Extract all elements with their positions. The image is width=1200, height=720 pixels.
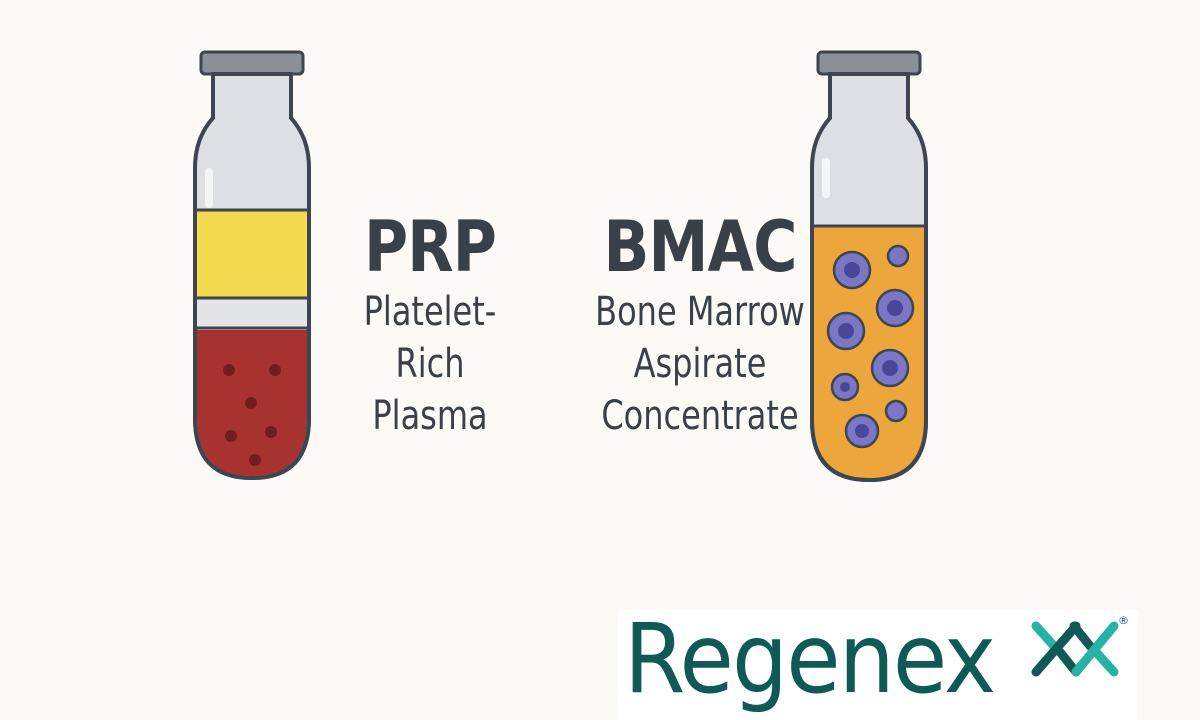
- prp-name-line: Plasma: [372, 393, 488, 439]
- bmac-name-line: Concentrate: [601, 393, 799, 439]
- prp-name-line: Rich: [395, 341, 465, 387]
- bmac-name-line: Aspirate: [633, 341, 767, 387]
- bmac-label: BMAC Bone Marrow Aspirate Concentrate: [560, 212, 840, 442]
- prp-name-line: Platelet-: [363, 289, 497, 335]
- bmac-name-line: Bone Marrow: [595, 289, 805, 335]
- regenexx-logo: Regenex ®: [618, 604, 1138, 720]
- logo-wordmark: Regenex: [624, 603, 996, 715]
- bmac-acronym: BMAC: [603, 206, 797, 288]
- bmac-full-name: Bone Marrow Aspirate Concentrate: [588, 286, 812, 442]
- registered-mark: ®: [1118, 614, 1129, 627]
- bmac-test-tube-icon: [810, 50, 928, 483]
- prp-full-name: Platelet- Rich Plasma: [350, 286, 510, 442]
- prp-acronym: PRP: [363, 206, 497, 288]
- double-x-logo-icon: [1031, 621, 1119, 677]
- prp-test-tube-icon: [193, 50, 311, 481]
- prp-label: PRP Platelet- Rich Plasma: [330, 212, 530, 442]
